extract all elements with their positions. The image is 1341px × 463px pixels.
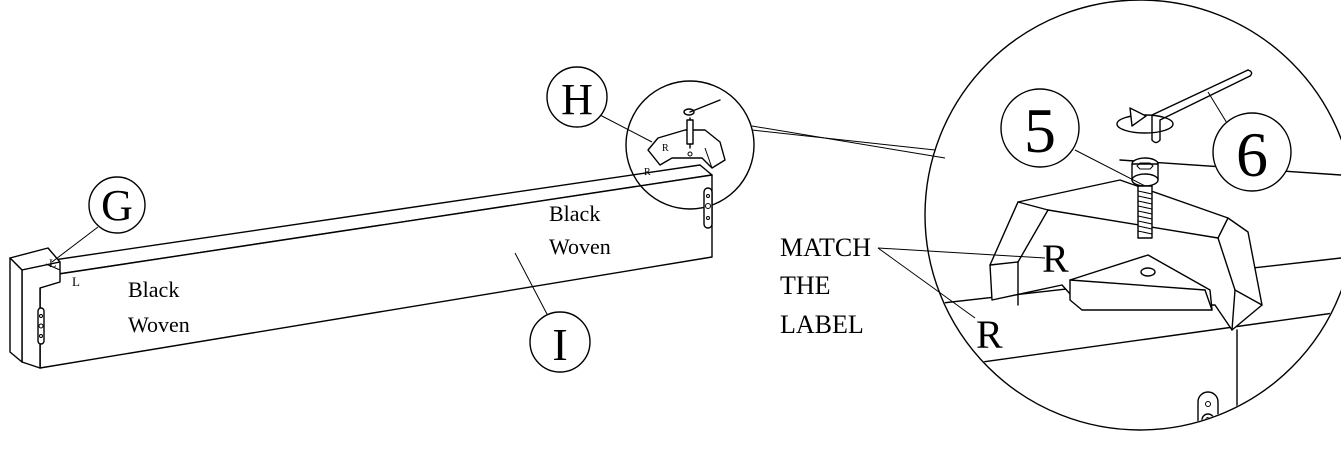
callout-i-label: I	[552, 319, 567, 370]
zoom-connector-lower	[751, 129, 936, 151]
match-label-line3: LABEL	[780, 310, 864, 339]
small-hex-key	[689, 99, 721, 113]
zoomed-corner-detail	[924, 0, 1341, 431]
callout-h-circle	[546, 66, 608, 128]
zoom-connector-upper	[751, 125, 946, 159]
zoom-bolt-hole	[1140, 267, 1156, 277]
callout-h-label: H	[561, 75, 593, 124]
rotation-arrow-icon	[1116, 107, 1174, 134]
callout-i-circle	[529, 311, 591, 373]
zoom-label-r-lower: R	[976, 312, 1003, 357]
small-label-r-lower: R	[644, 167, 651, 178]
callout-i: I	[514, 252, 591, 373]
small-detail-circle	[625, 80, 755, 210]
right-material-label-line2: Woven	[549, 234, 611, 259]
zoom-bolt	[1131, 157, 1159, 239]
zoom-rail-bottom-edge	[926, 311, 1341, 371]
callout-g: G	[51, 176, 146, 263]
callout-5: 5	[1000, 88, 1146, 187]
callout-g-label: G	[101, 181, 133, 230]
right-material-label-line1: Black	[549, 201, 600, 226]
match-leader-upper	[877, 247, 1046, 259]
zoom-label-r-upper: R	[1042, 236, 1069, 281]
callout-6: 6	[1207, 91, 1292, 192]
callout-5-circle	[1000, 88, 1080, 168]
small-label-l-upper: L	[49, 256, 56, 270]
zoom-circle	[924, 0, 1341, 431]
callout-5-label: 5	[1024, 95, 1056, 166]
small-corner-detail: R R	[625, 80, 755, 229]
match-leader-lower	[877, 247, 976, 319]
small-corner-block	[647, 129, 726, 169]
left-bracket-part-g: L L	[9, 247, 80, 369]
callout-6-circle	[1212, 112, 1292, 192]
callout-g-circle	[88, 176, 146, 234]
small-rotation-arrow	[683, 108, 695, 116]
match-label-line2: THE	[780, 271, 831, 300]
small-label-r-upper: R	[662, 143, 669, 154]
match-label-line1: MATCH	[780, 233, 871, 262]
callout-6-label: 6	[1236, 119, 1268, 190]
left-bracket-side	[9, 257, 23, 363]
left-material-label-line2: Woven	[128, 312, 190, 337]
small-label-l-lower: L	[72, 274, 80, 289]
left-material-label-line1: Black	[128, 277, 179, 302]
callout-h: H	[546, 66, 653, 143]
